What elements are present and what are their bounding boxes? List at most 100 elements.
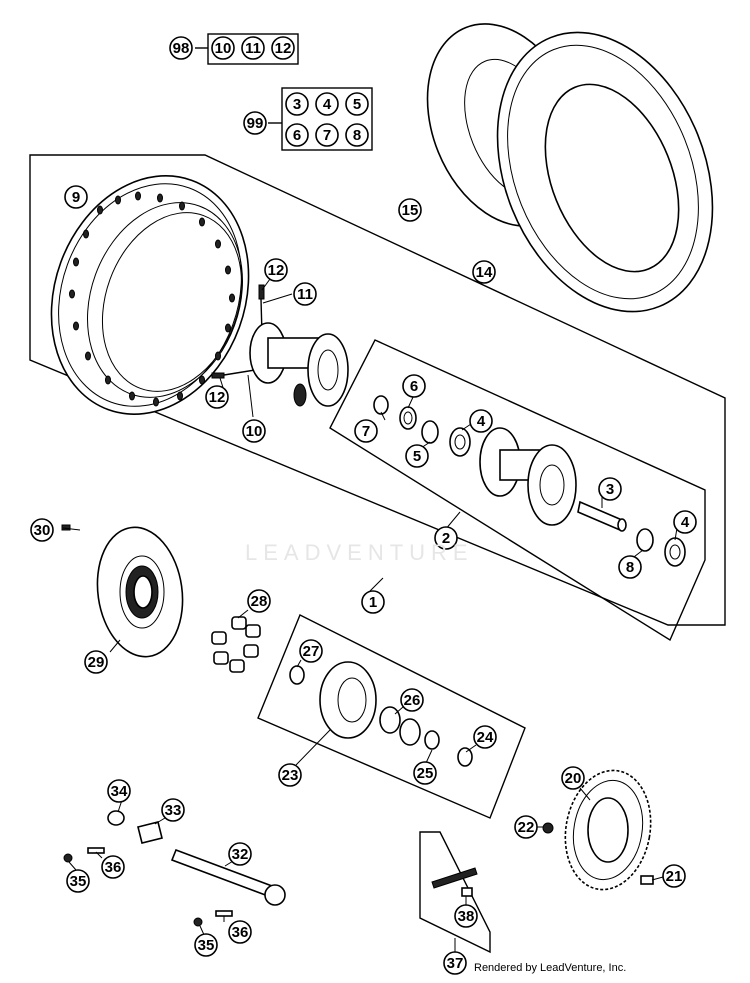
bearing-26: [379, 706, 421, 746]
svg-text:23: 23: [282, 767, 299, 784]
callout-22: 22: [514, 815, 538, 839]
rear-sprocket: [564, 769, 652, 891]
svg-text:6: 6: [410, 378, 418, 395]
svg-text:12: 12: [268, 262, 285, 279]
distance-tube-3: [577, 500, 627, 532]
callout-8: 8: [618, 555, 642, 579]
svg-text:28: 28: [251, 593, 268, 610]
svg-text:15: 15: [402, 202, 419, 219]
svg-text:35: 35: [70, 873, 87, 890]
screw-30: [61, 524, 71, 531]
callout-6-kit: 6: [285, 123, 309, 147]
callout-38: 38: [454, 904, 478, 928]
callout-26: 26: [400, 688, 424, 712]
chain-outline: [419, 831, 491, 954]
callouts: 98 10 11 12 99 3 4 5 6 7 8 9 15 14 12 11…: [30, 36, 697, 975]
wheel-assembly-outline: [29, 154, 726, 626]
svg-text:1: 1: [369, 594, 377, 611]
callout-36-lower: 36: [228, 920, 252, 944]
svg-text:25: 25: [417, 765, 434, 782]
svg-text:7: 7: [362, 423, 370, 440]
screw-21: [640, 875, 654, 885]
callout-7: 7: [354, 419, 378, 443]
brake-disc: [96, 526, 184, 658]
callout-32: 32: [228, 842, 252, 866]
svg-text:27: 27: [303, 643, 320, 660]
callout-10: 10: [242, 419, 266, 443]
hub-body: [479, 427, 577, 526]
callout-14: 14: [472, 260, 496, 284]
svg-text:22: 22: [518, 819, 535, 836]
hub-subassembly-outline: [329, 339, 706, 642]
nut-34: [107, 810, 125, 826]
svg-text:36: 36: [232, 924, 249, 941]
callout-6: 6: [402, 374, 426, 398]
svg-text:20: 20: [565, 770, 582, 787]
callout-2: 2: [434, 526, 458, 550]
callout-7-kit: 7: [315, 123, 339, 147]
svg-text:10: 10: [215, 40, 232, 57]
callout-10-kit: 10: [211, 36, 235, 60]
sprocket-hub-outline: [257, 614, 526, 819]
callout-1: 1: [361, 590, 385, 614]
kit-99: [268, 87, 373, 151]
callout-15: 15: [398, 198, 422, 222]
callout-3: 3: [598, 477, 622, 501]
svg-text:99: 99: [247, 115, 264, 132]
screw-35-36-lower: [193, 910, 233, 927]
wheel-hub-upper: [249, 322, 349, 407]
svg-text:10: 10: [246, 423, 263, 440]
callout-24: 24: [473, 725, 497, 749]
svg-text:37: 37: [447, 955, 464, 972]
callout-23: 23: [278, 763, 302, 787]
tire: [496, 31, 714, 313]
svg-text:33: 33: [165, 802, 182, 819]
circlip-25: [424, 730, 440, 750]
callout-34: 34: [107, 779, 131, 803]
svg-text:32: 32: [232, 846, 249, 863]
rim: [50, 175, 250, 415]
kit-98: [195, 33, 299, 65]
svg-text:4: 4: [323, 96, 332, 113]
callout-9: 9: [64, 185, 88, 209]
svg-text:11: 11: [297, 286, 313, 303]
callout-33: 33: [161, 798, 185, 822]
callout-98: 98: [169, 36, 193, 60]
callout-8-kit: 8: [345, 123, 369, 147]
callout-35-lower: 35: [194, 933, 218, 957]
svg-text:26: 26: [404, 692, 421, 709]
callout-11-kit: 11: [241, 36, 265, 60]
callout-12-upper: 12: [264, 258, 288, 282]
svg-text:6: 6: [293, 127, 301, 144]
nut-22: [542, 822, 554, 834]
spacer-24: [457, 747, 473, 767]
watermark: LEADVENTURE: [245, 540, 474, 565]
svg-text:98: 98: [173, 40, 190, 57]
callout-30: 30: [30, 518, 54, 542]
sprocket-carrier: [319, 661, 377, 739]
svg-text:21: 21: [666, 868, 683, 885]
svg-text:4: 4: [477, 413, 486, 430]
callout-12-kit: 12: [271, 36, 295, 60]
bearing-4-upper: [449, 427, 471, 457]
svg-text:29: 29: [88, 654, 105, 671]
svg-text:7: 7: [323, 127, 331, 144]
svg-text:14: 14: [476, 264, 493, 281]
svg-text:4: 4: [681, 514, 690, 531]
svg-text:5: 5: [413, 448, 421, 465]
callout-35-upper: 35: [66, 869, 90, 893]
footer-credit: Rendered by LeadVenture, Inc.: [474, 962, 627, 974]
adjuster-33: [137, 821, 163, 844]
svg-text:36: 36: [105, 859, 122, 876]
callout-20: 20: [561, 766, 585, 790]
callout-25: 25: [413, 761, 437, 785]
chain-links: [431, 867, 478, 897]
svg-text:2: 2: [442, 530, 450, 547]
callout-37: 37: [443, 951, 467, 975]
svg-text:34: 34: [111, 783, 128, 800]
svg-text:38: 38: [458, 908, 475, 925]
svg-text:12: 12: [209, 389, 226, 406]
callout-36-upper: 36: [101, 855, 125, 879]
seal-7: [373, 395, 389, 415]
svg-text:24: 24: [477, 729, 494, 746]
